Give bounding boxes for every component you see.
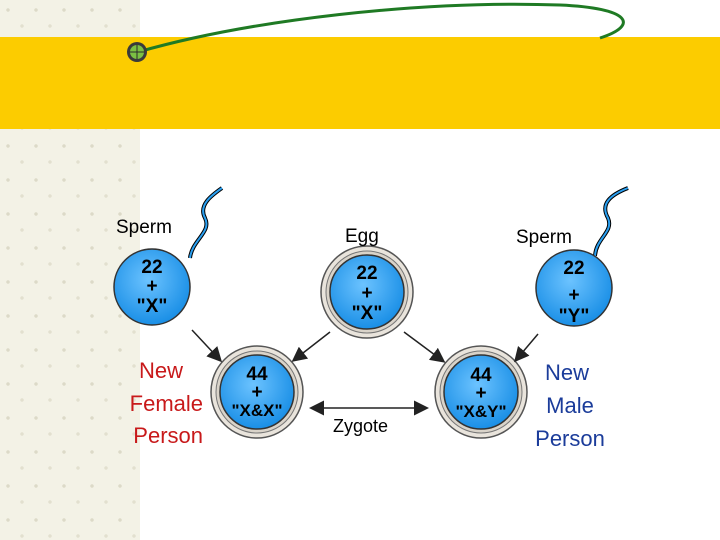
cell-text-line3: "X" <box>137 296 168 317</box>
female-outcome-line1: New <box>139 358 183 383</box>
zygote-female-cell: 44 + "X&X" <box>211 346 303 438</box>
label-egg: Egg <box>345 226 379 247</box>
cell-text-line1: 22 <box>563 258 584 279</box>
zygote-male-cell: 44 + "X&Y" <box>435 346 527 438</box>
female-outcome-line2: Female <box>130 391 203 416</box>
label-zygote: Zygote <box>333 416 388 436</box>
egg-cell: 22 + "X" <box>321 246 413 338</box>
cell-text-line3: "X&X" <box>231 401 282 420</box>
cell-text-line3: "X" <box>352 303 383 324</box>
sperm-cell-right: 22 + "Y" <box>536 250 612 327</box>
cell-text-line2: + <box>146 276 157 297</box>
label-sperm-left: Sperm <box>116 217 172 238</box>
cell-text-line2: + <box>568 285 579 306</box>
sperm-cell-left: 22 + "X" <box>114 249 190 325</box>
male-outcome-line1: New <box>545 360 589 385</box>
cell-text-line1: 22 <box>141 257 162 278</box>
male-outcome-line3: Person <box>535 426 605 451</box>
male-outcome-line2: Male <box>546 393 594 418</box>
label-sperm-right: Sperm <box>516 227 572 248</box>
arrow-egg-to-female <box>294 332 330 360</box>
arrow-sperm-left-to-female <box>192 330 220 360</box>
cell-text-line3: "Y" <box>559 306 590 327</box>
cell-text-line1: 22 <box>356 263 377 284</box>
cell-text-line2: + <box>361 283 372 304</box>
female-outcome-line3: Person <box>133 423 203 448</box>
cell-text-line3: "X&Y" <box>455 402 506 421</box>
globe-icon <box>127 42 147 62</box>
cell-text-line2: + <box>251 382 262 403</box>
arrow-egg-to-male <box>404 332 443 361</box>
cell-text-line2: + <box>475 383 486 404</box>
arrow-sperm-right-to-male <box>516 334 538 360</box>
swoosh-line <box>138 4 623 52</box>
